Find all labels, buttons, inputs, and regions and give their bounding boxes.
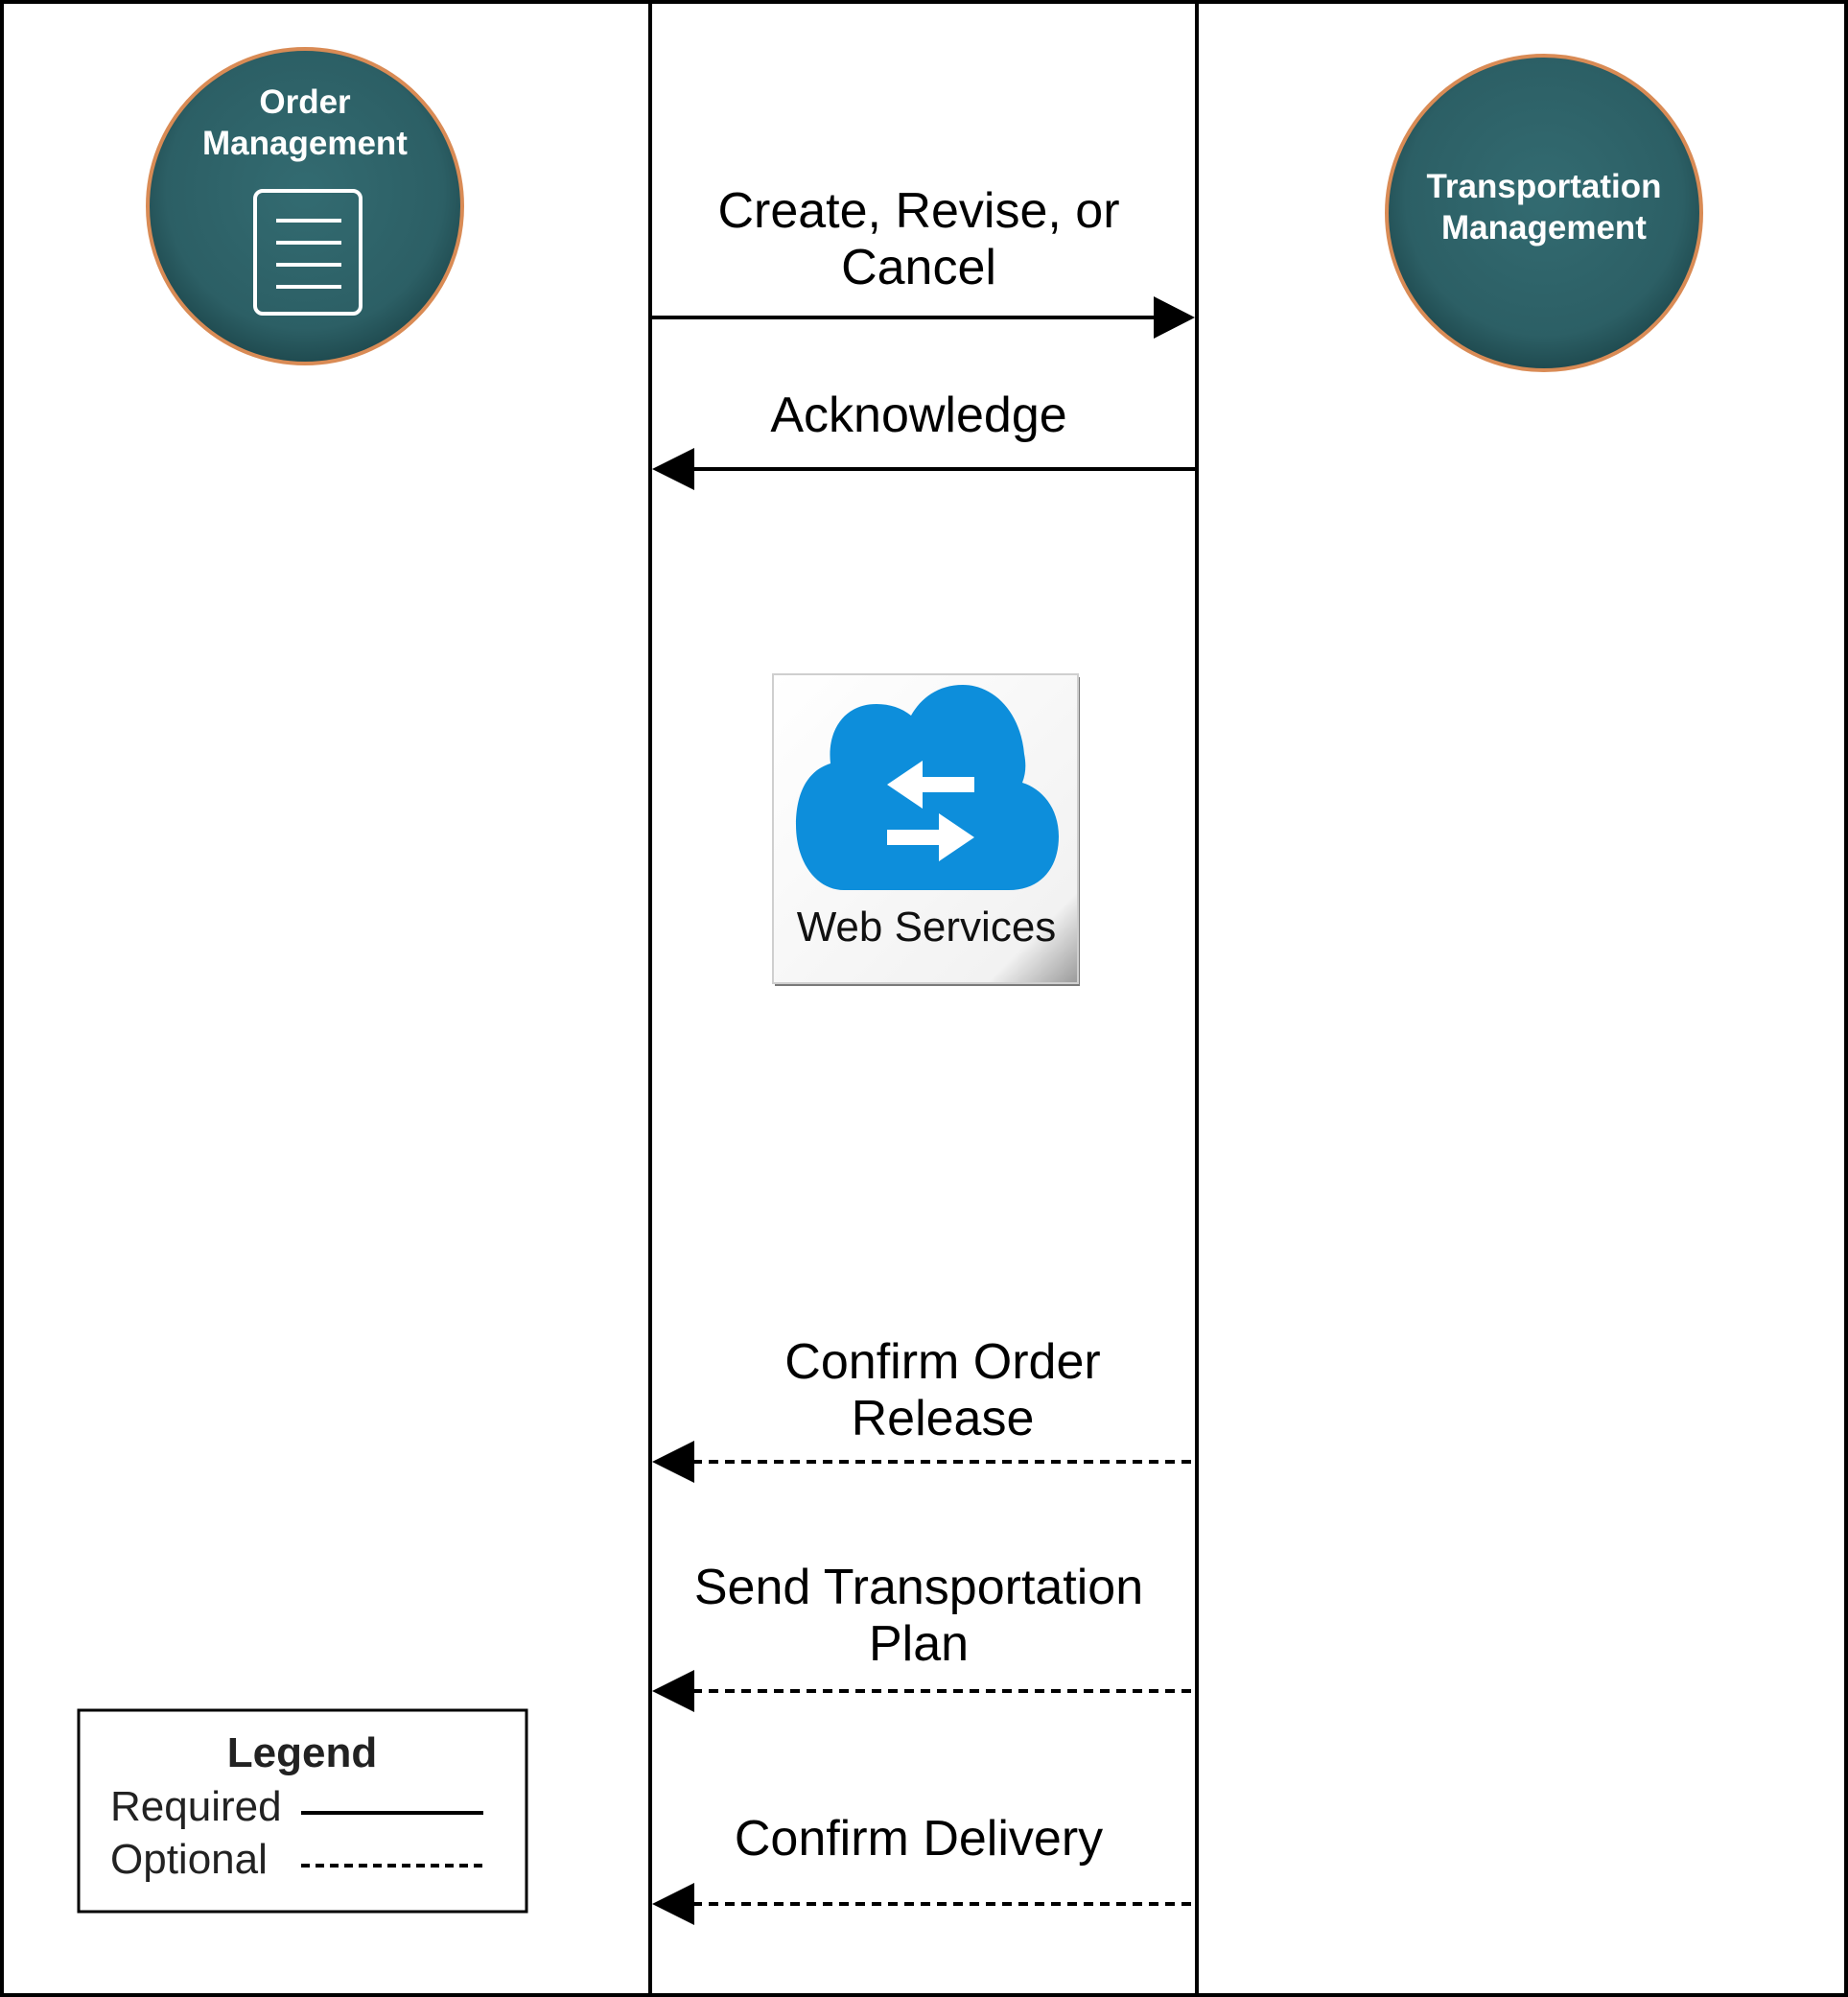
order-management-node: Order Management bbox=[146, 47, 464, 365]
arrowhead-left-confirm-order-release bbox=[652, 1441, 694, 1483]
arrowhead-right-create bbox=[1154, 296, 1195, 339]
message-create-revise-cancel-line1: Create, Revise, or bbox=[717, 183, 1119, 239]
order-management-label-line1: Order bbox=[259, 83, 351, 121]
transportation-management-node: Transportation Management bbox=[1385, 54, 1703, 372]
message-confirm-order-release-line1: Confirm Order bbox=[784, 1334, 1100, 1390]
legend-title: Legend bbox=[227, 1729, 377, 1776]
message-acknowledge: Acknowledge bbox=[652, 388, 1195, 490]
exchange-arrow-left bbox=[887, 761, 974, 809]
message-send-transportation-plan-line2: Plan bbox=[869, 1616, 969, 1672]
transportation-management-label-line2: Management bbox=[1441, 209, 1647, 247]
message-acknowledge-label: Acknowledge bbox=[770, 388, 1066, 443]
exchange-arrow-right bbox=[887, 813, 974, 861]
lane-integration bbox=[648, 0, 1199, 1997]
legend: Legend Required Optional bbox=[77, 1708, 528, 1914]
message-confirm-delivery: Confirm Delivery bbox=[652, 1811, 1195, 1925]
order-management-label-line2: Management bbox=[202, 125, 408, 162]
message-confirm-order-release: Confirm Order Release bbox=[652, 1334, 1195, 1483]
arrowhead-left-send-transportation-plan bbox=[652, 1670, 694, 1712]
message-send-transportation-plan: Send Transportation Plan bbox=[652, 1560, 1195, 1712]
arrowhead-left-acknowledge bbox=[652, 448, 694, 490]
legend-optional-label: Optional bbox=[110, 1836, 268, 1883]
message-confirm-order-release-line2: Release bbox=[852, 1391, 1035, 1446]
document-icon bbox=[253, 189, 363, 316]
web-services-tile: Web Services bbox=[772, 673, 1080, 986]
message-create-revise-cancel: Create, Revise, or Cancel bbox=[652, 183, 1195, 339]
cloud-exchange-icon bbox=[796, 685, 1059, 890]
message-confirm-delivery-label: Confirm Delivery bbox=[735, 1811, 1103, 1867]
message-send-transportation-plan-line1: Send Transportation bbox=[694, 1560, 1143, 1615]
web-services-label: Web Services bbox=[797, 904, 1057, 951]
legend-required-label: Required bbox=[110, 1783, 282, 1830]
arrowhead-left-confirm-delivery bbox=[652, 1883, 694, 1925]
message-create-revise-cancel-line2: Cancel bbox=[841, 240, 996, 295]
transportation-management-label-line1: Transportation bbox=[1426, 168, 1661, 205]
